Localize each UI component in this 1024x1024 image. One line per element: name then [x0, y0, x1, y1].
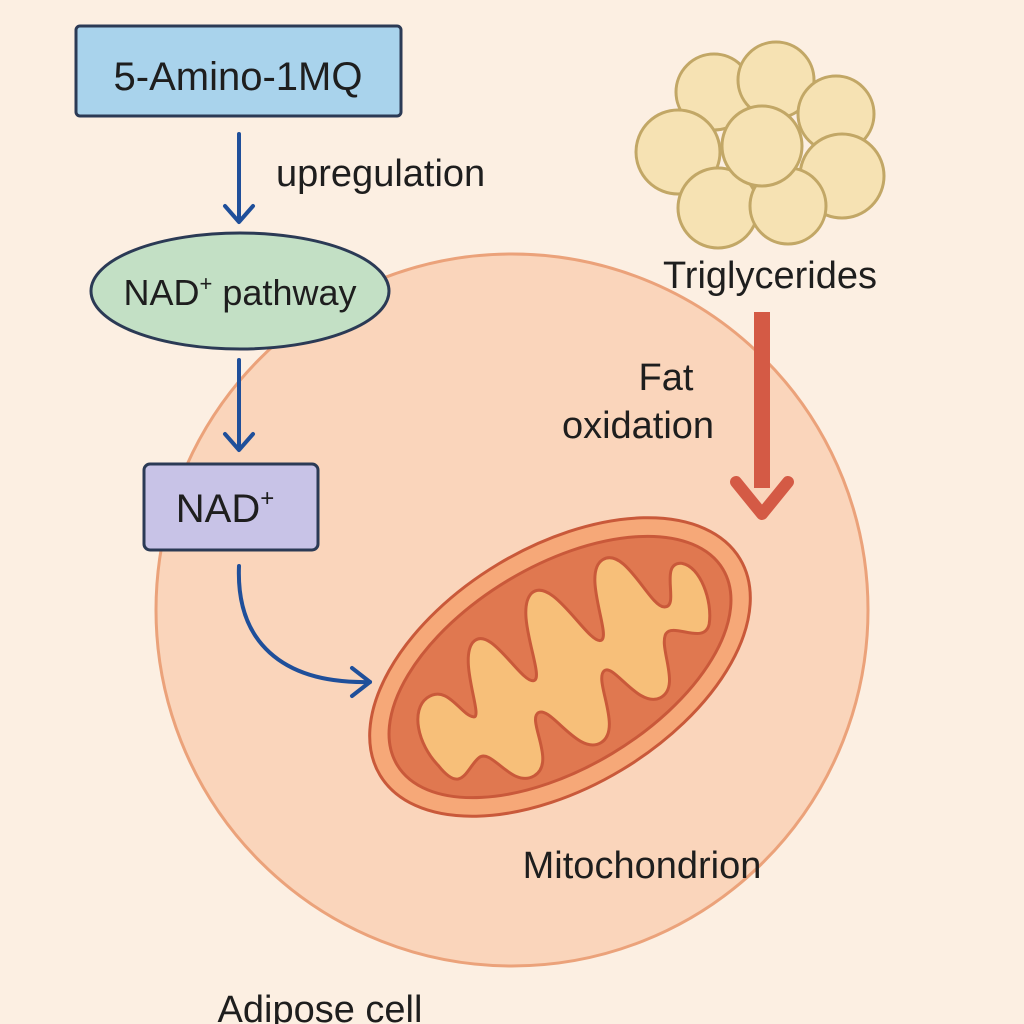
mitochondrion-label: Mitochondrion — [523, 845, 762, 887]
triglyceride-cluster — [634, 40, 886, 250]
adipose-cell-label: Adipose cell — [218, 989, 423, 1024]
triglycerides-label: Triglycerides — [663, 255, 877, 297]
fat-oxidation-label-line1: Fat — [639, 357, 694, 399]
pathway-label-superscript: + — [200, 271, 213, 296]
compound-box — [74, 24, 403, 118]
fat-oxidation-arrow — [730, 312, 794, 520]
mitochondrion-cristae — [416, 556, 712, 781]
fat-oxidation-label-line2: oxidation — [562, 405, 714, 447]
pathway-label: NAD+ pathway — [124, 271, 357, 313]
nad-box — [142, 462, 320, 552]
mitochondrion — [368, 516, 752, 818]
nad-to-mitochondrion-arrow — [236, 564, 372, 698]
nad-label: NAD+ — [176, 485, 274, 531]
triglyceride-droplet — [720, 104, 804, 188]
compound-label: 5-Amino-1MQ — [114, 55, 363, 99]
pathway-node — [89, 231, 391, 351]
upregulation-label: upregulation — [276, 153, 485, 195]
nad-label-superscript: + — [260, 485, 274, 512]
pathway-to-nad-arrow — [223, 358, 255, 452]
upregulation-arrow — [223, 132, 255, 224]
